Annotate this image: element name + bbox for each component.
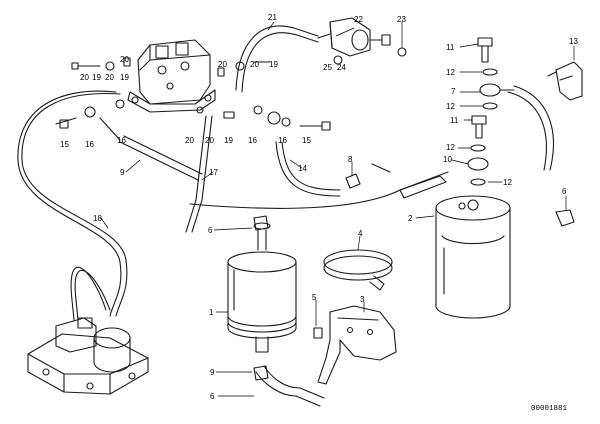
callout-16: 16 xyxy=(85,140,94,149)
callout-1: 1 xyxy=(209,308,214,317)
hose-clips-6[interactable] xyxy=(253,173,575,381)
connector-hose-6[interactable] xyxy=(255,365,325,407)
callout-15b: 15 xyxy=(302,136,311,145)
bracket-13[interactable] xyxy=(547,61,583,101)
callout-24: 24 xyxy=(337,63,346,72)
callout-16b: 16 xyxy=(117,136,126,145)
fuel-line-18[interactable] xyxy=(17,90,128,317)
callout-9: 9 xyxy=(120,168,125,177)
callout-labels: 1 2 3 4 5 6 6 6 7 8 9 9 10 11 11 12 12 1… xyxy=(60,13,578,401)
callout-6c: 6 xyxy=(210,392,215,401)
leader-lines xyxy=(100,21,575,397)
callout-9b: 9 xyxy=(210,368,215,377)
callout-12d: 12 xyxy=(503,178,512,187)
callout-13: 13 xyxy=(569,37,578,46)
fuel-line-21[interactable] xyxy=(235,25,319,93)
fuel-filter[interactable] xyxy=(227,222,297,353)
callout-6b: 6 xyxy=(208,226,213,235)
callout-16d: 16 xyxy=(278,136,287,145)
callout-11: 11 xyxy=(446,43,455,52)
callout-25: 25 xyxy=(323,63,332,72)
callout-16c: 16 xyxy=(248,136,257,145)
callout-20f: 20 xyxy=(185,136,194,145)
fuel-line-9[interactable] xyxy=(99,117,203,181)
callout-12c: 12 xyxy=(446,143,455,152)
banjo-fitting-7[interactable] xyxy=(467,83,515,171)
callout-6: 6 xyxy=(562,187,567,196)
callout-11b: 11 xyxy=(450,116,459,125)
callout-18: 18 xyxy=(93,214,102,223)
callout-20: 20 xyxy=(80,73,89,82)
callout-5: 5 xyxy=(312,293,317,302)
callout-21: 21 xyxy=(268,13,277,22)
callout-19d: 19 xyxy=(224,136,233,145)
filter-bracket[interactable] xyxy=(317,305,397,385)
callout-7: 7 xyxy=(451,87,456,96)
fuel-line-14[interactable] xyxy=(275,141,341,197)
callout-3: 3 xyxy=(360,295,365,304)
drawing-reference-number: 00001881 xyxy=(531,405,568,413)
callout-4: 4 xyxy=(358,229,363,238)
fuel-line-left[interactable] xyxy=(70,266,111,321)
pressure-accumulator[interactable] xyxy=(435,195,511,319)
callout-20e: 20 xyxy=(250,60,259,69)
banjo-bolt-11[interactable] xyxy=(471,37,493,139)
fuel-distributor[interactable] xyxy=(127,39,216,113)
callout-12: 12 xyxy=(446,68,455,77)
callout-15: 15 xyxy=(60,140,69,149)
pump-unit[interactable] xyxy=(27,317,149,395)
pressure-regulator[interactable] xyxy=(317,17,391,57)
washers-12[interactable] xyxy=(470,68,498,186)
callout-8: 8 xyxy=(348,155,353,164)
callout-19: 19 xyxy=(92,73,101,82)
callout-19b: 19 xyxy=(120,73,129,82)
callout-20d: 20 xyxy=(218,60,227,69)
bolts-and-washers-left[interactable] xyxy=(55,47,407,339)
callout-14: 14 xyxy=(298,164,307,173)
callout-19c: 19 xyxy=(269,60,278,69)
callout-20c: 20 xyxy=(120,55,129,64)
callout-20b: 20 xyxy=(105,73,114,82)
fuel-line-17[interactable] xyxy=(185,115,213,233)
callout-10: 10 xyxy=(443,155,452,164)
callout-23: 23 xyxy=(397,15,406,24)
callout-12b: 12 xyxy=(446,102,455,111)
callout-2: 2 xyxy=(408,214,413,223)
callout-20g: 20 xyxy=(205,136,214,145)
callout-22: 22 xyxy=(354,15,363,24)
callout-17: 17 xyxy=(209,168,218,177)
clamp-band[interactable] xyxy=(323,249,393,291)
return-line[interactable] xyxy=(189,85,554,209)
